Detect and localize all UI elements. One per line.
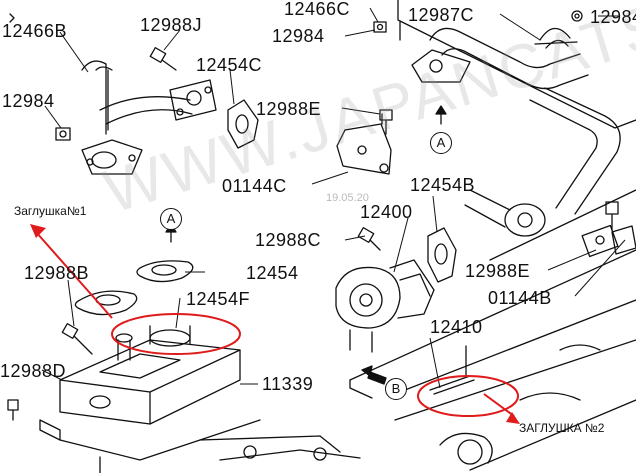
label-12988D: 12988D	[0, 361, 67, 381]
nut	[571, 10, 583, 22]
label-12454B: 12454B	[410, 175, 476, 195]
label-12410: 12410	[430, 317, 483, 337]
corner-mark	[9, 13, 15, 23]
egr-pipe-left	[81, 60, 217, 175]
red-annotations	[35, 231, 519, 417]
egr-valve-12400	[335, 259, 435, 353]
bolt-12988B	[61, 323, 93, 355]
label-12988E-right: 12988E	[465, 261, 531, 281]
label-12984-left: 12984	[2, 91, 55, 111]
bracket-01144B	[611, 225, 636, 255]
bolt-12988J	[149, 47, 177, 71]
gasket-12454B	[427, 227, 457, 283]
plug1-arrowhead	[30, 224, 46, 238]
plug2-arrowhead	[506, 412, 520, 424]
bolt-12988E	[379, 109, 393, 135]
plug-12410	[429, 345, 475, 395]
plug1-highlight-ellipse	[111, 313, 241, 355]
nut-12984	[373, 21, 387, 33]
label-12400: 12400	[360, 202, 413, 222]
egr-pipe-right	[411, 27, 621, 237]
label-12988E-top: 12988E	[256, 99, 322, 119]
gasket-12454C	[227, 99, 259, 149]
ref-a-left: A	[160, 208, 182, 230]
engine-block	[349, 0, 636, 471]
label-12454: 12454	[246, 263, 299, 283]
egr-cooler-11339	[39, 325, 261, 441]
label-12988J: 12988J	[140, 15, 203, 35]
plug2-pointer-line	[483, 393, 515, 417]
date-stamp: 19.05.20	[326, 192, 369, 204]
arrow-to-b	[361, 365, 387, 385]
manifold-lower	[59, 435, 361, 473]
bolt-12988D	[7, 399, 19, 421]
label-12454C: 12454C	[196, 55, 263, 75]
plug1-note: Заглушка№1	[14, 204, 87, 218]
gasket-12454	[136, 260, 194, 283]
plug2-note: ЗАГЛУШКА №2	[519, 421, 605, 435]
bolt-12988C	[357, 227, 381, 251]
bracket-01144C	[336, 113, 392, 175]
label-12454F: 12454F	[186, 289, 251, 309]
ref-a-top: A	[430, 132, 452, 154]
label-12988B: 12988B	[24, 263, 90, 283]
plug2-highlight-ellipse	[417, 375, 519, 417]
bolt-12988E-right	[605, 201, 619, 231]
nut-12984-left	[55, 127, 71, 141]
label-12987C: 12987C	[408, 5, 475, 25]
label-12984-right: 12984	[590, 7, 636, 27]
label-12466C: 12466C	[284, 0, 351, 19]
label-12466B: 12466B	[2, 21, 68, 41]
arrow-up-to-a-top	[435, 105, 447, 125]
leader-lines	[41, 7, 626, 389]
ref-b: B	[385, 378, 407, 400]
pipe-clamp	[534, 27, 578, 49]
label-12988C: 12988C	[255, 230, 322, 250]
nut-hole	[574, 13, 580, 19]
label-01144C: 01144C	[222, 176, 287, 196]
plug1-pointer-line	[35, 231, 113, 319]
label-11339: 11339	[262, 374, 314, 394]
label-01144B: 01144B	[488, 288, 552, 308]
label-12984-top: 12984	[272, 26, 325, 46]
